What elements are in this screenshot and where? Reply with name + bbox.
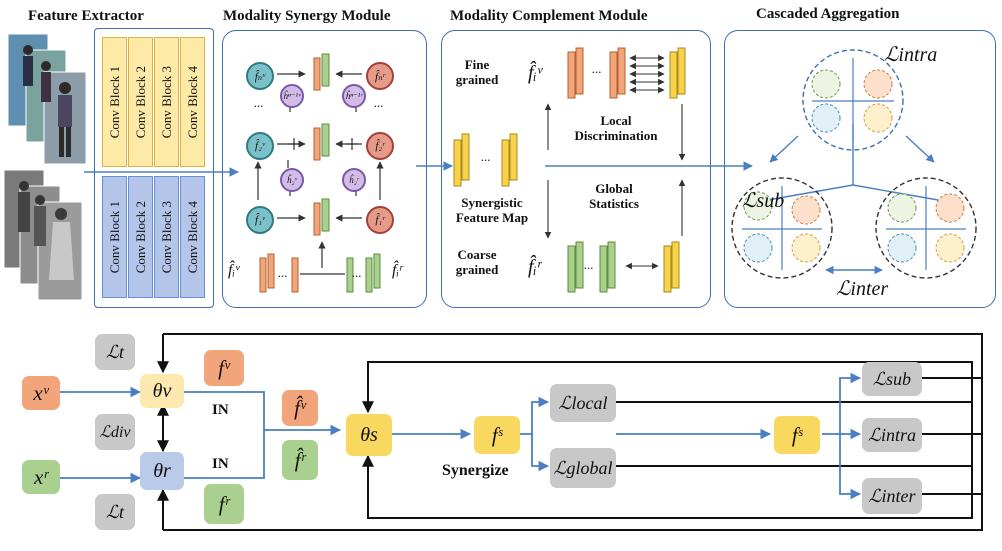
title-cascaded-aggregation: Cascaded Aggregation xyxy=(756,6,900,22)
loss-triplet-bottom: ℒt xyxy=(95,494,135,530)
infrared-conv-block-4: Conv Block 4 xyxy=(180,176,205,298)
loss-local: ℒlocal xyxy=(550,384,616,422)
infrared-images xyxy=(4,169,83,301)
complement-fi-visible: f̂ᵢᵛ xyxy=(528,62,543,84)
loss-div: ℒdiv xyxy=(95,414,135,450)
fn-visible-node: f̂ₙᵛ xyxy=(246,62,274,90)
complement-bottom-dots: ... xyxy=(584,257,594,272)
instance-norm-visible: IN xyxy=(212,402,229,418)
loss-inter-label: ℒinter xyxy=(836,278,889,300)
complement-arrows xyxy=(544,54,686,270)
complement-top-dots: ... xyxy=(592,61,602,76)
complement-fi-infrared: f̂ᵢʳ xyxy=(528,256,542,278)
infrared-conv-block-2: Conv Block 2 xyxy=(128,176,153,298)
synergistic-feature-2: fˢ xyxy=(774,416,820,454)
loss-intra-final: ℒintra xyxy=(862,418,922,452)
theta-shared-encoder: θs xyxy=(346,414,392,456)
f1-visible-node: f̂₁ᵛ xyxy=(246,206,274,234)
fi-visible-label: f̂ᵢᵛ xyxy=(228,262,240,279)
synergistic-feature-map-label: Synergistic Feature Map xyxy=(455,195,529,225)
infrared-conv-block-1: Conv Block 1 xyxy=(102,176,127,298)
f2-visible-node: f̂₂ᵛ xyxy=(246,132,274,160)
visible-conv-block-2: Conv Block 2 xyxy=(128,37,153,167)
visible-images xyxy=(8,33,87,165)
loss-triplet-top: ℒt xyxy=(95,334,135,370)
title-complement-module: Modality Complement Module xyxy=(450,8,648,24)
title-feature-extractor: Feature Extractor xyxy=(28,8,144,24)
feature-infrared: fʳ xyxy=(204,484,244,524)
synergy-bottom-dots-right: ... xyxy=(352,265,362,280)
loss-inter-final: ℒinter xyxy=(862,478,922,514)
theta-visible-encoder: θv xyxy=(140,374,184,408)
synergize-label: Synergize xyxy=(442,462,509,479)
synergistic-feature-1: fˢ xyxy=(474,416,520,454)
hn-infrared-node: ĥⁿ⁻¹ʳ xyxy=(342,84,366,108)
complement-mid-dots: ... xyxy=(481,149,491,164)
input-visible-x: xᵛ xyxy=(22,376,60,410)
h2-visible-node: ĥ₂ᵛ xyxy=(280,168,304,192)
loss-sub-label: ℒsub xyxy=(742,190,785,212)
synergy-bottom-dots-left: ... xyxy=(278,265,288,280)
feature-hat-visible: f̂ᵛ xyxy=(282,390,318,426)
local-discrimination-label: Local Discrimination xyxy=(574,113,658,143)
loss-sub-final: ℒsub xyxy=(862,362,922,396)
feature-visible: fᵛ xyxy=(204,350,244,386)
fine-grained-label: Fine grained xyxy=(455,57,499,87)
hn-visible-node: ĥⁿ⁻¹ᵛ xyxy=(280,84,304,108)
instance-norm-infrared: IN xyxy=(212,456,229,472)
fi-infrared-label: f̂ᵢʳ xyxy=(392,262,403,279)
global-statistics-label: Global Statistics xyxy=(589,181,639,211)
visible-conv-block-1: Conv Block 1 xyxy=(102,37,127,167)
infrared-conv-block-3: Conv Block 3 xyxy=(154,176,179,298)
f1-infrared-node: f̂₁ʳ xyxy=(366,206,394,234)
f2-infrared-node: f̂₂ʳ xyxy=(366,132,394,160)
complement-bars xyxy=(453,47,686,293)
loss-global: ℒglobal xyxy=(550,448,616,488)
h2-infrared-node: ĥ₂ʳ xyxy=(342,168,366,192)
title-synergy-module: Modality Synergy Module xyxy=(223,8,391,24)
input-infrared-x: xʳ xyxy=(22,460,60,494)
fn-infrared-node: f̂ₙʳ xyxy=(366,62,394,90)
visible-conv-block-4: Conv Block 4 xyxy=(180,37,205,167)
synergy-dots-left: ... xyxy=(254,95,264,110)
theta-infrared-encoder: θr xyxy=(140,452,184,490)
synergy-dots-right: ... xyxy=(374,95,384,110)
feature-hat-infrared: f̂ʳ xyxy=(282,440,318,480)
loss-intra-label: ℒintra xyxy=(884,44,938,66)
visible-conv-block-3: Conv Block 3 xyxy=(154,37,179,167)
cascaded-clusters xyxy=(731,49,977,279)
synergy-bars xyxy=(259,53,381,293)
coarse-grained-label: Coarse grained xyxy=(455,247,499,277)
